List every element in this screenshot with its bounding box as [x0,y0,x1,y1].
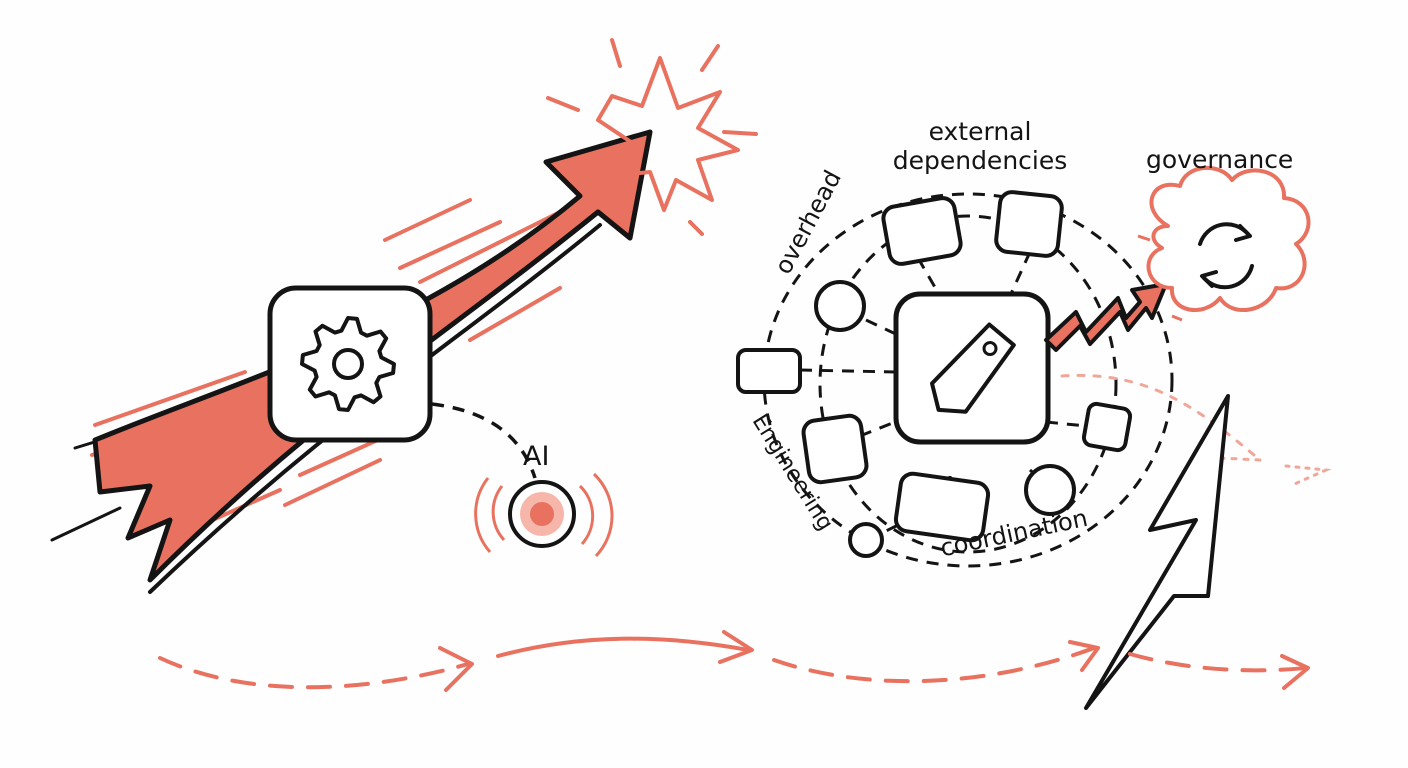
lightning-bolt-icon [1084,394,1230,710]
timeline-arrows [158,630,1310,692]
node-box [801,413,869,485]
node-box [736,348,802,394]
node-box [893,471,991,543]
refresh-icon [1198,222,1254,290]
governance-cloud [1137,165,1311,322]
burst-icon [546,38,758,236]
zigzag-arrow [1044,282,1168,352]
fading-arrow [1060,373,1332,488]
external-dependencies-line1: external [928,117,1032,146]
external-dependencies-line2: dependencies [892,145,1068,175]
node-box [881,196,963,266]
node-circle [1024,464,1076,516]
network-nodes [736,190,1133,558]
node-circle [848,522,884,558]
node-circle [814,280,866,332]
gear-icon [300,316,396,412]
ai-connector [431,402,537,479]
ai-node-icon [474,472,614,558]
governance-label: governance [1146,145,1294,174]
ai-label: AI [523,441,550,472]
tag-icon [930,322,1016,414]
node-box [1081,401,1133,453]
external-dependencies-label: external dependencies [880,117,1080,176]
node-box [994,190,1064,258]
